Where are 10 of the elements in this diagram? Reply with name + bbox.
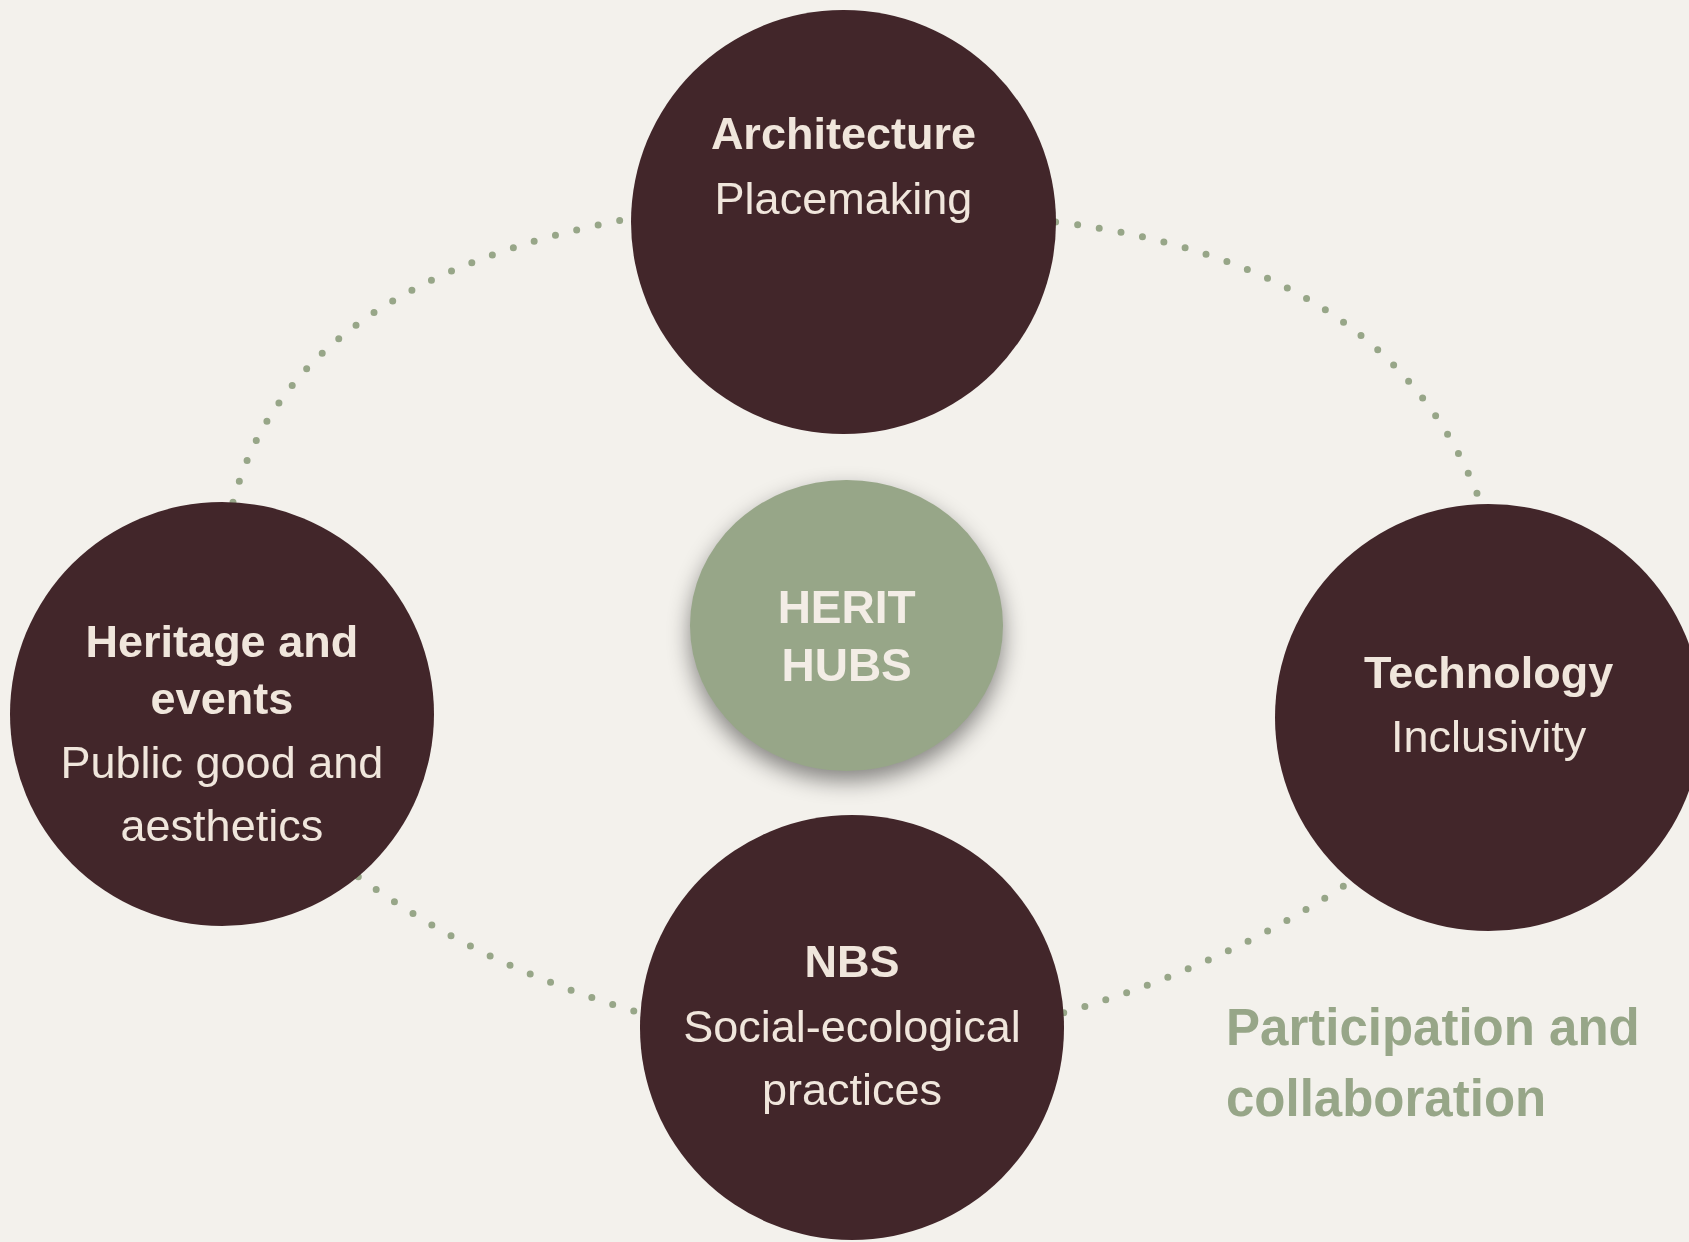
topic-title: NBS (804, 935, 900, 990)
topic-subtitle: Inclusivity (1391, 710, 1587, 765)
theme-label: Participation and collaboration (1226, 998, 1641, 1130)
topic-title: Architecture (710, 107, 976, 162)
hub-title: HERIT HUBS (776, 580, 917, 693)
topic-title: Technology (1364, 646, 1614, 700)
topic-title: Heritage and events (84, 615, 360, 726)
topic-subtitle: Placemaking (714, 171, 973, 226)
topic-subtitle: Social-ecological practices (682, 999, 1022, 1117)
topic-subtitle: Public good and aesthetics (59, 735, 385, 853)
